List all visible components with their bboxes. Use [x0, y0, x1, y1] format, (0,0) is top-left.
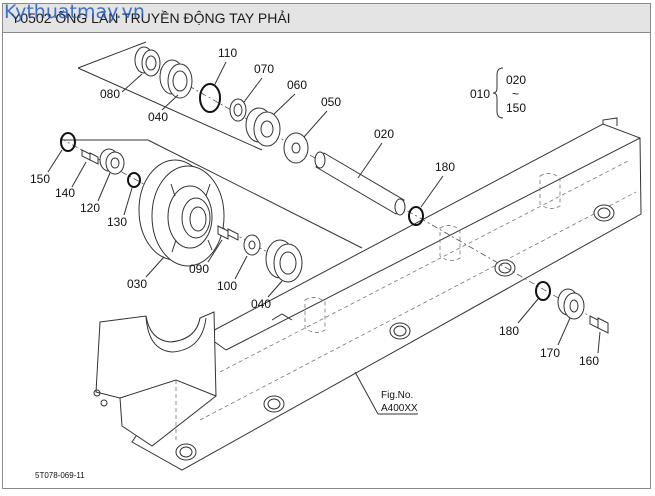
part-130-ring — [127, 172, 141, 188]
callout-090: 090 — [189, 262, 209, 276]
callout-110: 110 — [218, 46, 237, 60]
callout-140: 140 — [55, 186, 75, 200]
callout-120: 120 — [80, 201, 100, 215]
part-180-oring — [408, 206, 424, 226]
part-080-bearing — [134, 46, 161, 77]
group-range-tilde: ~ — [512, 87, 519, 101]
group-range-from: 020 — [506, 73, 526, 87]
callout-050: 050 — [321, 95, 341, 109]
part-060-holder — [245, 107, 281, 147]
part-150-oring — [60, 132, 76, 152]
drawing-code: 5T078-069-11 — [35, 471, 85, 480]
leader-lines — [47, 61, 601, 415]
part-070-collar — [229, 98, 247, 122]
part-180-oring-right — [535, 281, 551, 301]
part-090-bolt — [217, 225, 239, 241]
part-170-bushing — [557, 288, 585, 320]
group-range-to: 150 — [506, 101, 526, 115]
callout-070: 070 — [254, 62, 274, 76]
callout-150: 150 — [30, 172, 50, 186]
part-110-snap-ring — [199, 83, 221, 113]
frame-beam — [131, 117, 642, 471]
callout-180-top: 180 — [435, 160, 455, 174]
callout-130: 130 — [107, 215, 127, 229]
callout-040-top: 040 — [148, 110, 168, 124]
callout-040-lower: 040 — [251, 297, 271, 311]
callout-020: 020 — [374, 127, 394, 141]
figure-ref-prefix: Fig.No. — [381, 390, 413, 401]
side-bracket — [93, 311, 217, 447]
part-040-bearing — [159, 59, 193, 99]
figure-ref-code: A400XX — [381, 403, 418, 414]
callout-030: 030 — [127, 277, 147, 291]
callout-060: 060 — [287, 78, 307, 92]
page-title: Y0502 ỐNG LĂN TRUYỀN ĐỘNG TAY PHẢI — [11, 10, 291, 26]
part-040-bearing-lower — [265, 239, 303, 283]
part-140-grease-nipple — [81, 149, 99, 165]
part-030-roller-wheel — [138, 159, 225, 267]
watermark: Kythuatmay.vn — [4, 1, 145, 23]
callout-170: 170 — [540, 346, 560, 360]
part-160-bolt — [589, 315, 609, 334]
group-bracket-010 — [492, 67, 504, 119]
part-100-washer — [243, 234, 261, 256]
callout-180-right: 180 — [499, 324, 519, 338]
callout-160: 160 — [579, 354, 599, 368]
callout-100: 100 — [217, 279, 237, 293]
callout-080: 080 — [100, 87, 120, 101]
part-020-shaft — [314, 151, 406, 216]
part-120-bushing — [99, 148, 125, 175]
part-050-washer — [283, 132, 309, 164]
group-label-010: 010 — [470, 87, 490, 101]
header-bar: Y0502 ỐNG LĂN TRUYỀN ĐỘNG TAY PHẢI — [2, 3, 651, 33]
